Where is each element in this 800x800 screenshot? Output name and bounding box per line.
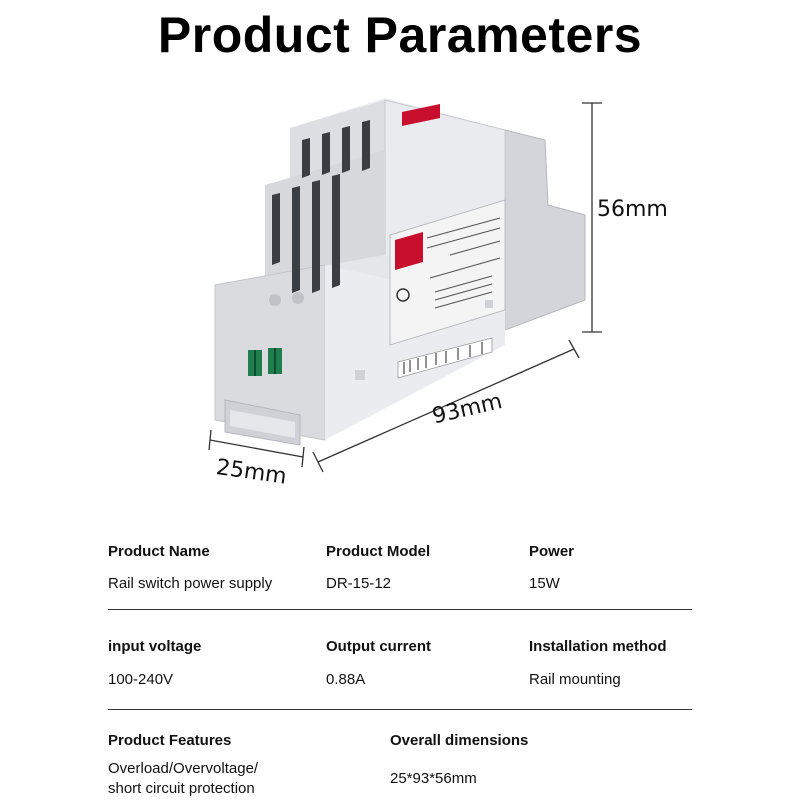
dimension-lines bbox=[208, 102, 602, 473]
divider bbox=[108, 709, 692, 710]
power-cell: Power 15W bbox=[529, 543, 574, 594]
product-name-value: Rail switch power supply bbox=[108, 575, 273, 592]
page-title: Product Parameters bbox=[157, 7, 643, 63]
product-model-label: Product Model bbox=[326, 543, 431, 560]
power-value: 15W bbox=[529, 575, 560, 592]
input-voltage-value: 100-240V bbox=[108, 671, 174, 688]
product-features-line2: short circuit protection bbox=[108, 780, 255, 797]
product-model-cell: Product Model DR-15-12 bbox=[326, 543, 430, 594]
power-supply-illustration bbox=[208, 98, 602, 473]
power-label: Power bbox=[529, 543, 575, 560]
divider bbox=[108, 609, 692, 610]
overall-dimensions-cell: Overall dimensions 25*93*56mm bbox=[390, 732, 528, 789]
product-features-line1: Overload/Overvoltage/ bbox=[108, 760, 259, 777]
input-voltage-label: input voltage bbox=[108, 638, 202, 655]
installation-method-value: Rail mounting bbox=[529, 671, 621, 688]
overall-dimensions-label: Overall dimensions bbox=[390, 732, 529, 749]
overall-dimensions-value: 25*93*56mm bbox=[390, 770, 477, 787]
output-current-label: Output current bbox=[326, 638, 431, 655]
installation-method-cell: Installation method Rail mounting bbox=[529, 638, 667, 690]
product-features-label: Product Features bbox=[108, 732, 232, 749]
product-features-value: Overload/Overvoltage/ short circuit prot… bbox=[108, 759, 258, 799]
product-name-cell: Product Name Rail switch power supply bbox=[108, 543, 272, 594]
installation-method-label: Installation method bbox=[529, 638, 667, 655]
output-current-cell: Output current 0.88A bbox=[326, 638, 431, 690]
product-label bbox=[389, 199, 506, 346]
height-dimension: 56mm bbox=[597, 197, 668, 222]
product-model-value: DR-15-12 bbox=[326, 575, 392, 592]
product-features-cell: Product Features Overload/Overvoltage/ s… bbox=[108, 732, 258, 799]
input-voltage-cell: input voltage 100-240V bbox=[108, 638, 201, 690]
output-current-value: 0.88A bbox=[326, 671, 366, 688]
product-name-label: Product Name bbox=[108, 543, 210, 560]
